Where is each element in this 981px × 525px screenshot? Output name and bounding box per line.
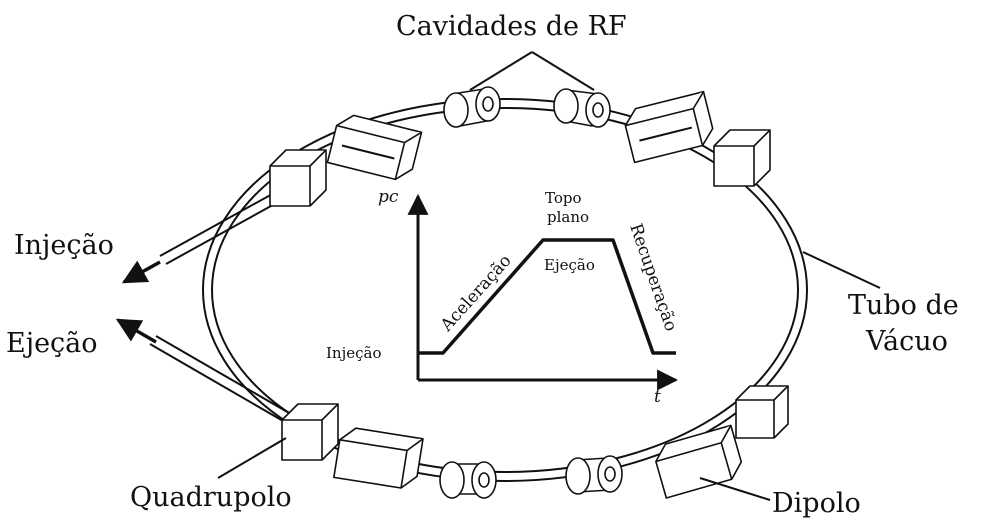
dipole-magnet [326,114,423,181]
ejection-label: Ejeção [6,328,98,359]
transfer-lines [115,181,301,426]
dipole-label: Dipolo [772,488,861,519]
vacuum-tube-ring [202,98,808,482]
phase-acceleration-label: Aceleração [436,251,515,336]
phase-recovery-label: Recuperação [625,221,681,334]
quadrupole-label: Quadrupolo [130,482,292,513]
flat-top-label-line2: plano [547,208,589,226]
dipole-magnet [624,90,714,164]
phase-ejection-label: Ejeção [544,256,595,274]
rf-cavity [443,86,501,128]
y-axis-label: pc [378,187,399,207]
x-axis-label: t [654,387,661,407]
ejection-arrow [115,318,157,344]
vacuum-tube-label-line2: Vácuo [865,326,948,357]
injection-arrow [121,260,161,284]
vacuum-tube-label-line1: Tubo de [848,290,959,321]
leader-lines [217,51,881,501]
momentum-cycle-plot: pc t Topo plano Injeção Aceleração Ejeçã… [326,187,681,407]
flat-top-label-line1: Topo [545,189,582,207]
rf-cavity [439,461,497,499]
dipole-magnet [333,427,424,489]
phase-injection-label: Injeção [326,344,382,362]
quadrupole-magnet [735,385,789,439]
rf-cavity [565,455,623,495]
injection-label: Injeção [14,230,114,261]
rf-cavity [553,88,611,128]
dipole-magnet [655,424,743,499]
rf-cavities-label: Cavidades de RF [396,11,627,42]
quadrupole-magnet [281,403,339,461]
quadrupole-magnet [713,129,771,187]
momentum-curve [418,238,676,355]
quadrupole-magnet [269,149,327,207]
